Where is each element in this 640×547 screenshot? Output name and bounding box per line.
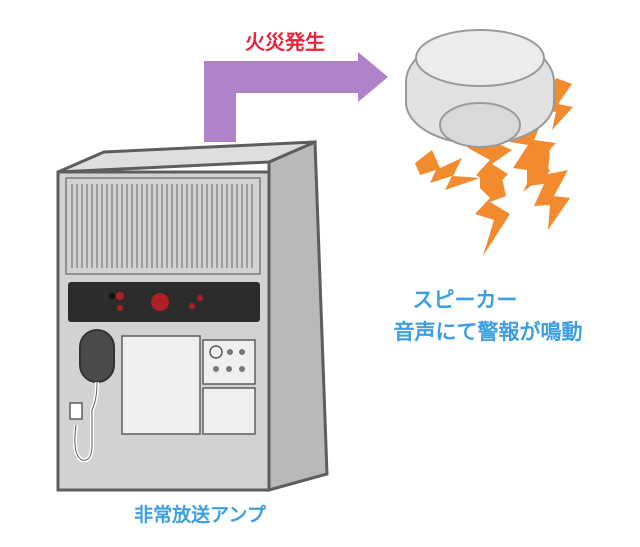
microphone-icon — [69, 329, 115, 463]
speaker-icon — [405, 29, 555, 148]
speaker-name-label: スピーカー — [412, 288, 518, 312]
amplifier-name-label: 非常放送アンプ — [134, 504, 266, 526]
speaker-description-label: 音声にて警報が鳴動 — [393, 320, 583, 344]
speaker-grille — [71, 184, 253, 268]
amplifier-icon — [56, 139, 329, 492]
arrow-icon — [204, 52, 388, 142]
fire-occurrence-label: 火災発生 — [245, 30, 325, 54]
